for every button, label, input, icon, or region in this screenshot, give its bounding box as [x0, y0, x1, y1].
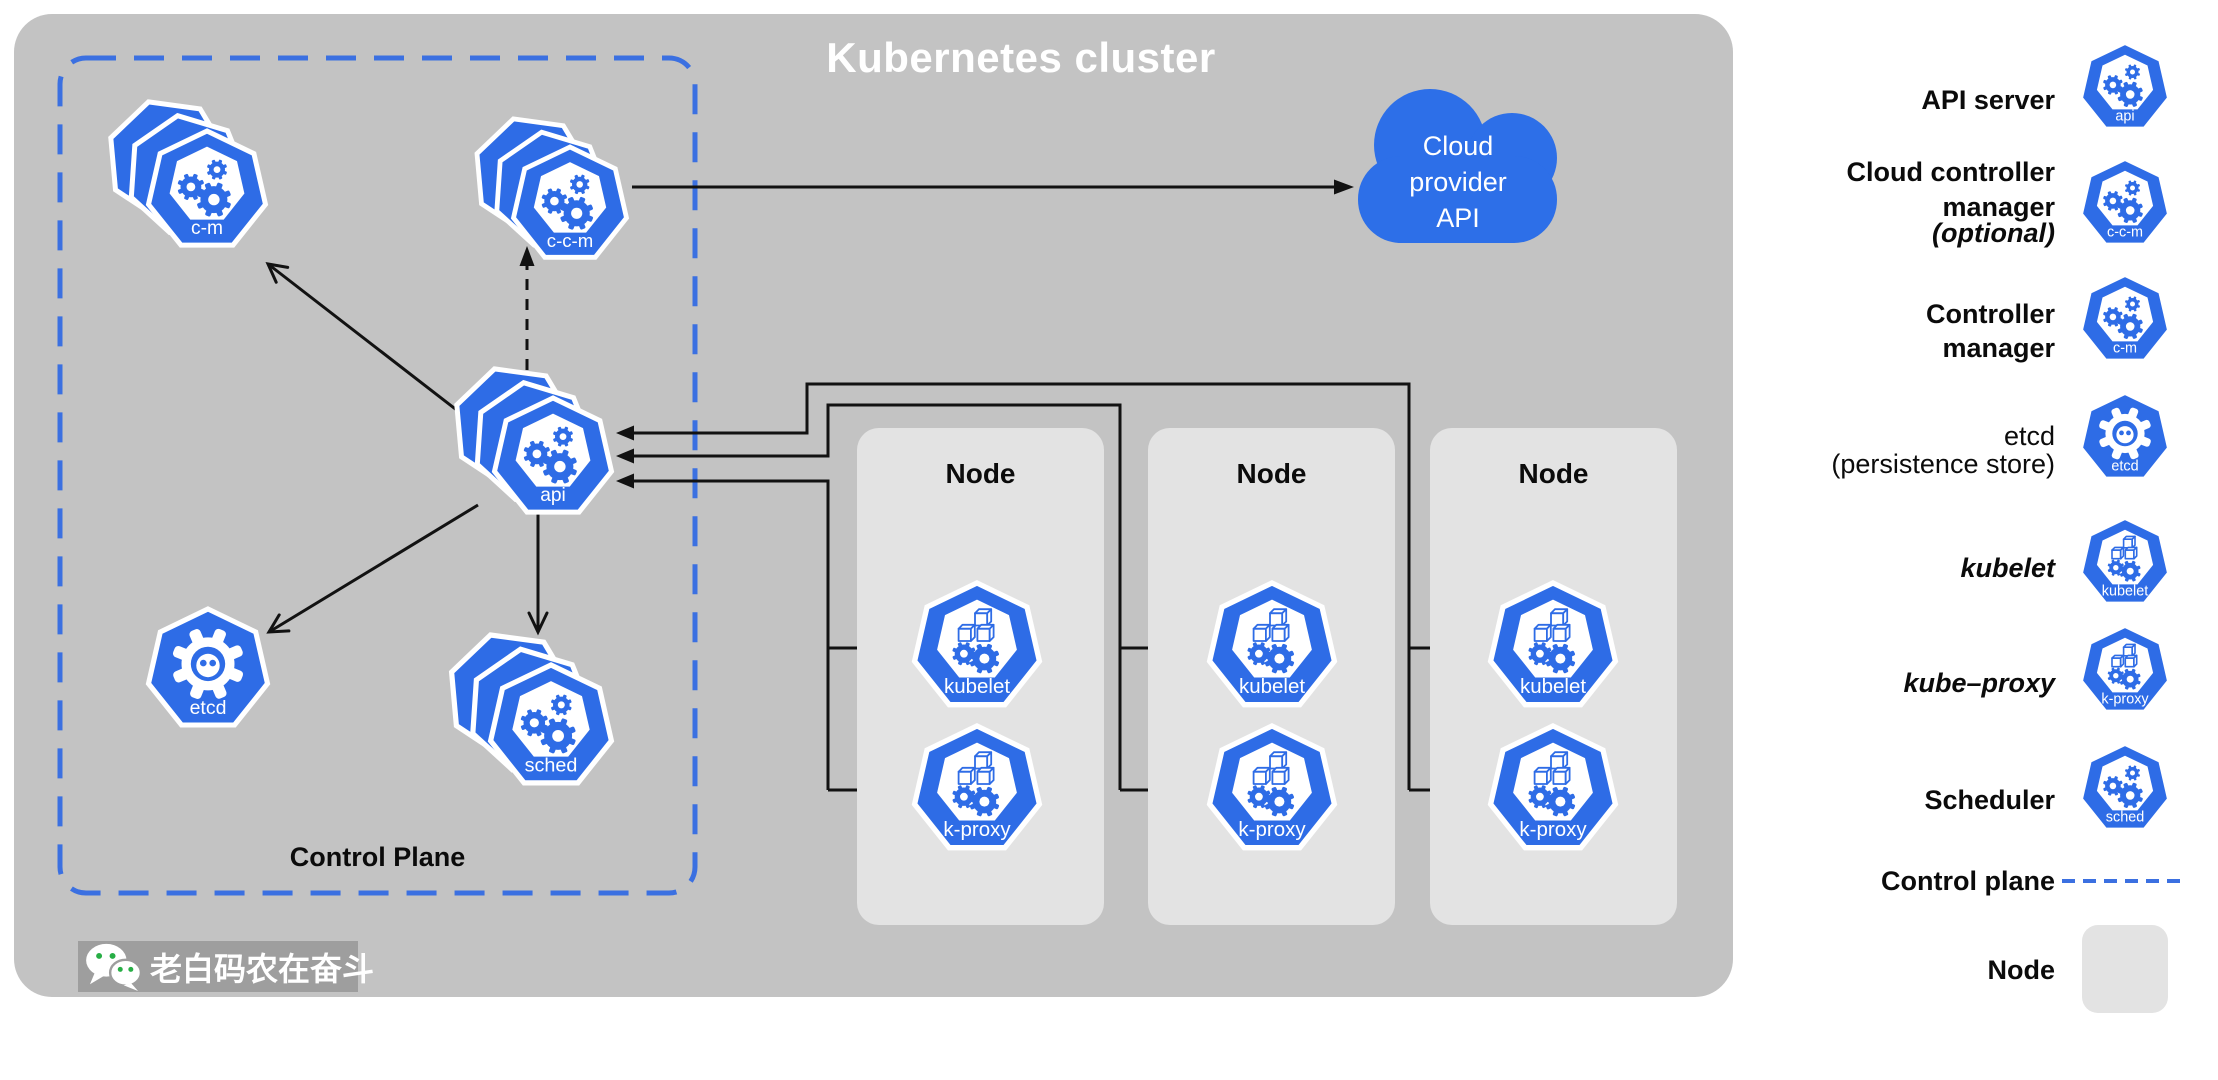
node-box-1: Node: [857, 428, 1104, 925]
legend-icon-api-server-label: api: [2115, 108, 2134, 124]
legend-label-controller-manager: Controller: [1925, 299, 2055, 329]
cloud-provider-api-label: Cloud provider API: [1360, 128, 1556, 236]
cloud-label-line: provider: [1409, 167, 1507, 197]
legend-label-etcd: etcd: [2003, 421, 2055, 451]
legend-label-api-server: API server: [1921, 85, 2055, 115]
legend-icon-api-server: api: [2079, 40, 2171, 131]
legend-icon-controller-manager-label: c-m: [2113, 340, 2137, 356]
legend-icon-controller-manager: c-m: [2079, 272, 2171, 363]
legend-icon-kube-proxy-label: k-proxy: [2101, 691, 2149, 707]
node-box-2: Node: [1148, 428, 1395, 925]
node-label: Node: [1236, 458, 1307, 489]
node-label: Node: [1518, 458, 1589, 489]
legend-icon-cloud-controller-manager: c-c-m: [2079, 156, 2171, 247]
legend-label-controller-manager: manager: [1942, 333, 2055, 363]
legend-label-control-plane: Control plane: [1881, 866, 2055, 896]
node-box-3: Node: [1430, 428, 1677, 925]
legend-icon-scheduler-label: sched: [2106, 809, 2144, 825]
legend-label-scheduler: Scheduler: [1924, 785, 2055, 815]
legend-node-box-sample: [2082, 925, 2168, 1013]
legend-icon-cloud-controller-manager-label: c-c-m: [2107, 224, 2143, 240]
legend-label-kube-proxy: kube–proxy: [1903, 668, 2055, 698]
legend-icon-scheduler: sched: [2079, 741, 2171, 832]
cloud-label-line: API: [1436, 203, 1480, 233]
watermark: 老白码农在奋斗: [78, 941, 374, 992]
legend-icon-etcd-label: etcd: [2111, 458, 2138, 474]
legend-label-node: Node: [1987, 955, 2056, 985]
legend-icon-kube-proxy: k-proxy: [2079, 623, 2171, 714]
watermark-text: 老白码农在奋斗: [150, 950, 375, 987]
legend-label-cloud-controller-manager: Cloud controller: [1846, 157, 2056, 187]
legend-label-kubelet: kubelet: [1960, 553, 2055, 583]
cluster-title: Kubernetes cluster: [826, 34, 1216, 81]
node-label: Node: [945, 458, 1016, 489]
legend-icon-kubelet: kubelet: [2079, 515, 2171, 606]
control-plane-label: Control Plane: [289, 842, 466, 872]
legend-label-etcd: (persistence store): [1831, 449, 2055, 479]
cloud-label-line: Cloud: [1422, 131, 1494, 161]
legend-label-cloud-controller-manager: (optional): [1932, 218, 2055, 248]
legend-icon-kubelet-label: kubelet: [2102, 583, 2148, 599]
legend-label-cloud-controller-manager: manager: [1942, 192, 2055, 222]
legend-icon-etcd: etcd: [2079, 390, 2171, 481]
wechat-icon: [86, 943, 143, 991]
